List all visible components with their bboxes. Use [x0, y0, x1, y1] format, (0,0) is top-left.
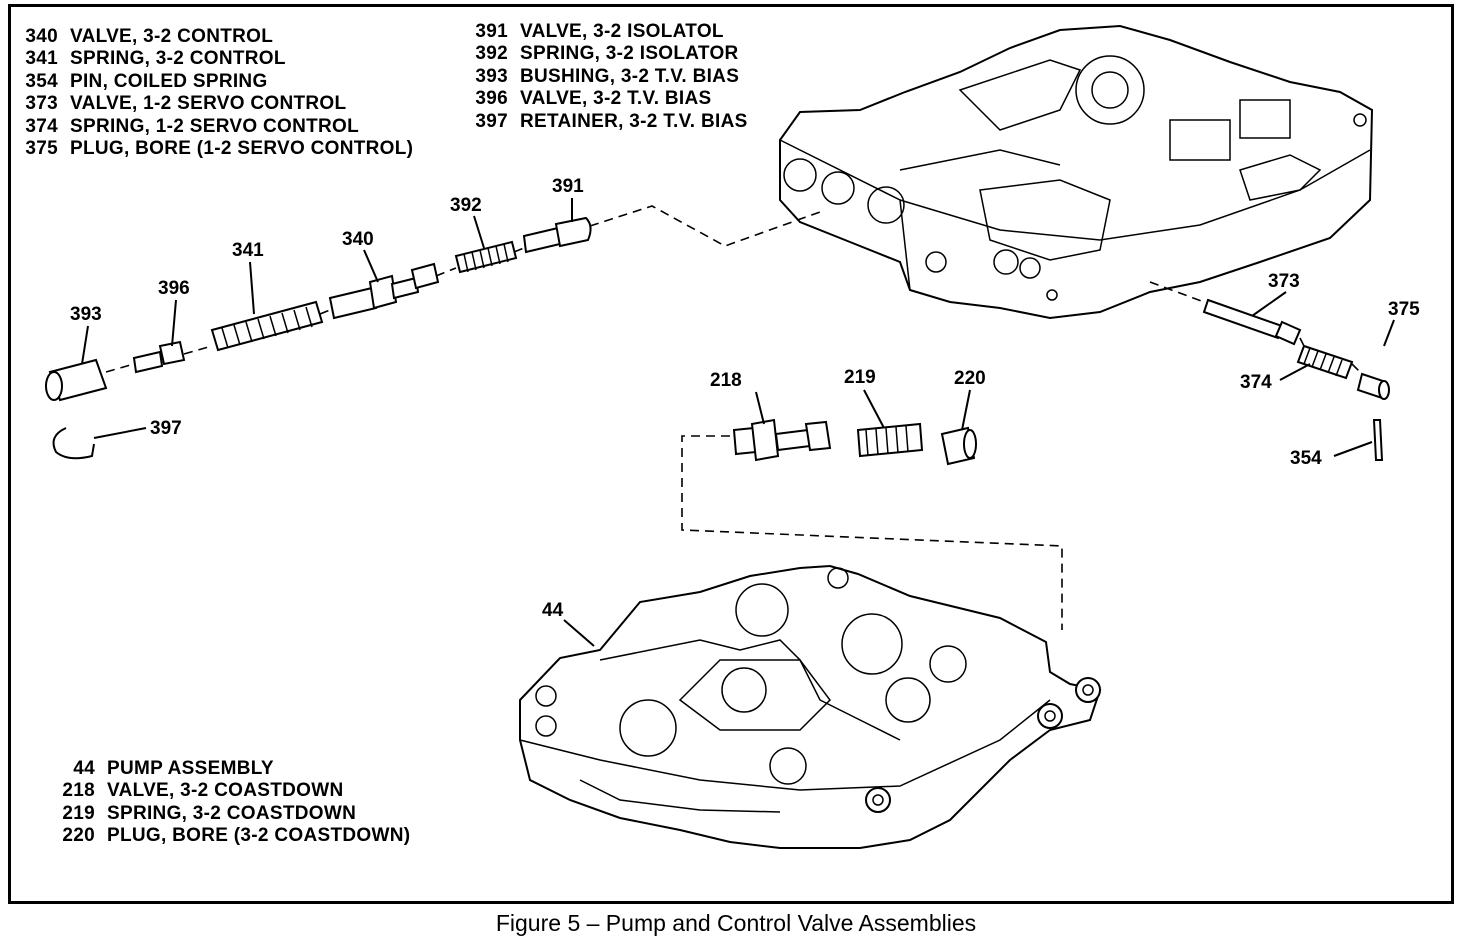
part-375-plug: [1356, 372, 1390, 400]
legend-text: SPRING, 3-2 COASTDOWN: [107, 802, 357, 824]
legend-row: 375 PLUG, BORE (1-2 SERVO CONTROL): [20, 138, 413, 160]
legend-text: SPRING, 1-2 SERVO CONTROL: [70, 115, 360, 137]
part-220-plug: [940, 426, 977, 466]
part-341-spring: [210, 300, 324, 352]
part-397-retainer: [52, 427, 95, 460]
part-alignment-line: [1149, 281, 1363, 375]
part-alignment-line: [105, 247, 525, 373]
legend-text: PLUG, BORE (1-2 SERVO CONTROL): [70, 138, 414, 160]
callout-396: 396: [158, 278, 190, 299]
part-218-valve: [732, 418, 832, 462]
legend-text: PLUG, BORE (3-2 COASTDOWN): [107, 825, 411, 847]
legend-top-left: 340 VALVE, 3-2 CONTROL 341 SPRING, 3-2 CON…: [20, 26, 413, 160]
legend-text: PIN, COILED SPRING: [70, 70, 268, 92]
part-340-valve: [328, 262, 440, 320]
callout-391: 391: [552, 176, 584, 197]
leader-lines: [81, 198, 1395, 647]
legend-text: VALVE, 3-2 T.V. BIAS: [520, 88, 712, 110]
legend-text: VALVE, 1-2 SERVO CONTROL: [70, 93, 347, 115]
legend-row: 218 VALVE, 3-2 COASTDOWN: [57, 780, 410, 802]
legend-row: 374 SPRING, 1-2 SERVO CONTROL: [20, 116, 413, 138]
figure-caption: Figure 5 – Pump and Control Valve Assemb…: [495, 910, 977, 936]
callout-397: 397: [150, 418, 182, 439]
legend-row: 220 PLUG, BORE (3-2 COASTDOWN): [57, 825, 410, 847]
part-396-valve: [132, 340, 186, 374]
callout-219: 219: [844, 367, 876, 388]
legend-row: 391 VALVE, 3-2 ISOLATOL: [470, 21, 748, 43]
figure-frame: [8, 4, 1454, 904]
legend-number: 341: [25, 48, 58, 70]
legend-number: 340: [25, 26, 58, 47]
legend-number: 396: [475, 88, 508, 110]
legend-row: 340 VALVE, 3-2 CONTROL: [20, 26, 413, 48]
callout-354: 354: [1290, 448, 1322, 469]
callout-218: 218: [710, 370, 742, 391]
legend-text: PUMP ASSEMBLY: [107, 758, 274, 779]
callout-392: 392: [450, 195, 482, 216]
part-373-valve: [1202, 298, 1302, 346]
legend-number: 219: [62, 802, 95, 824]
callout-340: 340: [342, 229, 374, 250]
callout-44: 44: [542, 600, 564, 621]
legend-top-right: 391 VALVE, 3-2 ISOLATOL 392 SPRING, 3-2 IS…: [470, 21, 748, 133]
legend-number: 373: [25, 93, 58, 115]
legend-row: 396 VALVE, 3-2 T.V. BIAS: [470, 88, 748, 110]
legend-row: 354 PIN, COILED SPRING: [20, 71, 413, 93]
part-392-spring: [454, 240, 518, 274]
legend-text: VALVE, 3-2 COASTDOWN: [107, 780, 344, 802]
legend-row: 341 SPRING, 3-2 CONTROL: [20, 48, 413, 70]
part-374-spring: [1296, 344, 1354, 380]
part-354-pin: [1372, 419, 1384, 461]
legend-number: 397: [475, 110, 508, 132]
legend-text: SPRING, 3-2 CONTROL: [70, 48, 286, 70]
legend-row: 219 SPRING, 3-2 COASTDOWN: [57, 803, 410, 825]
callout-375: 375: [1388, 299, 1420, 320]
callout-220: 220: [954, 368, 986, 389]
assembly-path-line: [681, 435, 1063, 630]
part-393-bushing: [45, 358, 108, 402]
legend-number: 391: [475, 21, 508, 42]
legend-number: 220: [62, 825, 95, 847]
part-219-spring: [856, 422, 924, 458]
legend-number: 354: [25, 70, 58, 92]
legend-text: BUSHING, 3-2 T.V. BIAS: [520, 65, 740, 87]
control-valve-body: [779, 24, 1374, 320]
legend-number: 392: [475, 43, 508, 65]
legend-number: 375: [25, 138, 58, 160]
legend-number: 374: [25, 115, 58, 137]
callout-341: 341: [232, 240, 264, 261]
legend-text: SPRING, 3-2 ISOLATOR: [520, 43, 739, 65]
legend-text: VALVE, 3-2 CONTROL: [70, 26, 274, 47]
callout-374: 374: [1240, 372, 1272, 393]
legend-row: 393 BUSHING, 3-2 T.V. BIAS: [470, 66, 748, 88]
legend-text: RETAINER, 3-2 T.V. BIAS: [520, 110, 748, 132]
assembly-path-line: [589, 205, 821, 247]
pump-assembly-body: [519, 564, 1102, 849]
legend-number: 44: [73, 758, 95, 779]
legend-row: 392 SPRING, 3-2 ISOLATOR: [470, 43, 748, 65]
callout-373: 373: [1268, 271, 1300, 292]
legend-row: 373 VALVE, 1-2 SERVO CONTROL: [20, 93, 413, 115]
legend-number: 393: [475, 65, 508, 87]
legend-number: 218: [62, 780, 95, 802]
legend-row: 44 PUMP ASSEMBLY: [57, 758, 410, 780]
legend-row: 397 RETAINER, 3-2 T.V. BIAS: [470, 111, 748, 133]
part-391-valve: [522, 216, 592, 254]
legend-text: VALVE, 3-2 ISOLATOL: [520, 21, 724, 42]
callout-393: 393: [70, 304, 102, 325]
